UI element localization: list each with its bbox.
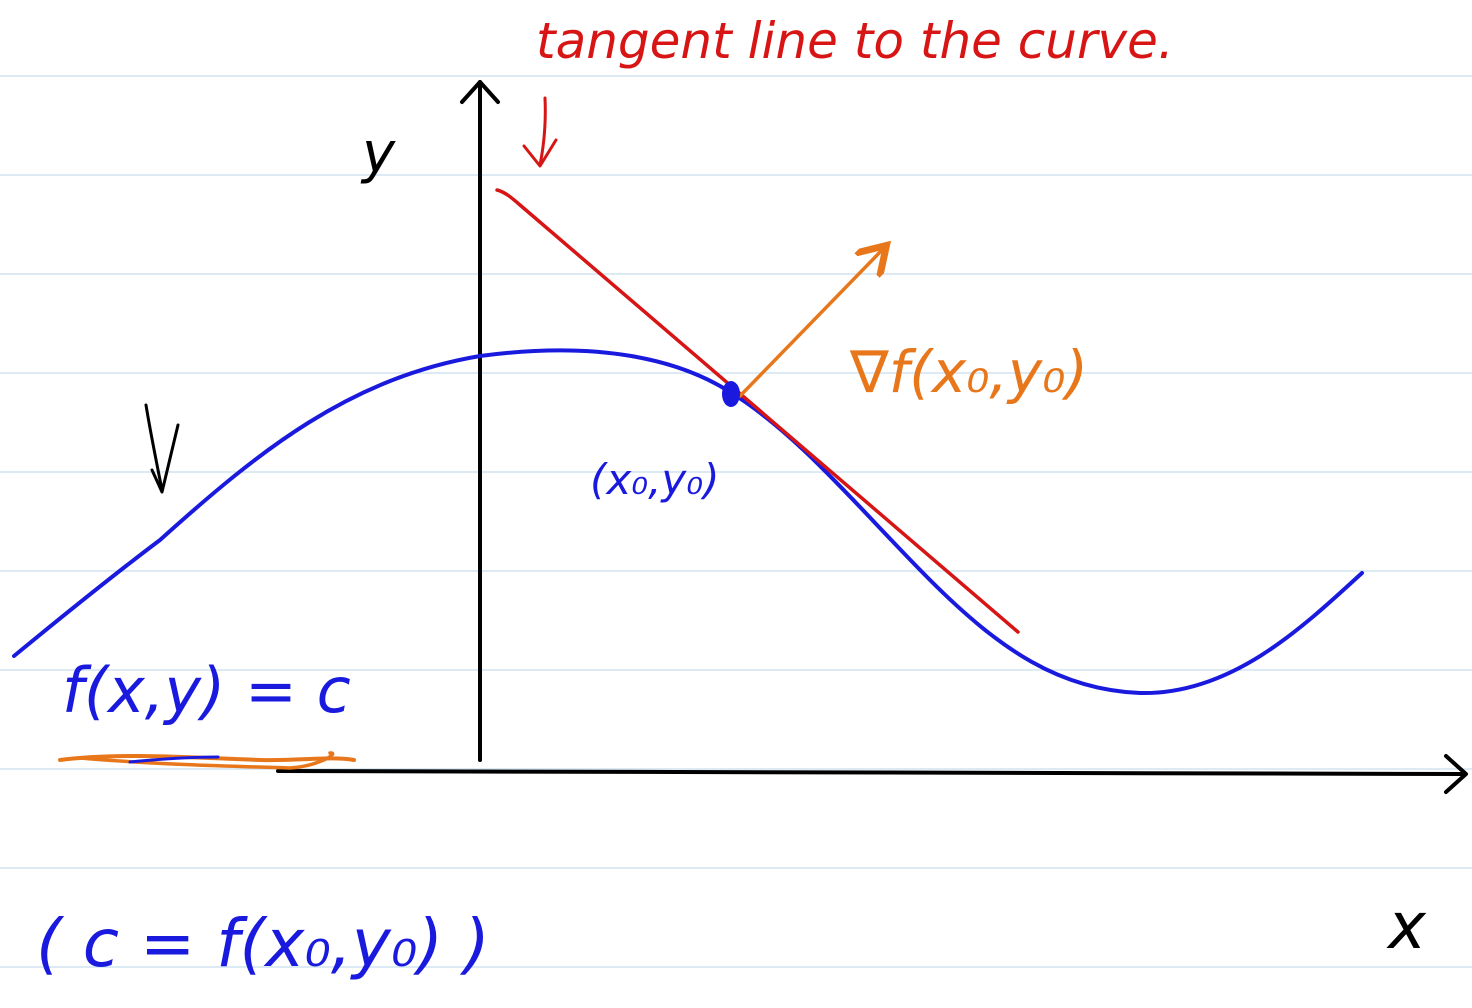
underline-scribble: [58, 751, 356, 770]
ruled-lines: [0, 75, 1472, 968]
x-axis: [276, 754, 1468, 794]
point-label: (x₀,y₀): [590, 455, 720, 504]
y-axis-arrowhead: [460, 80, 500, 104]
constant-label: ( c = f(x₀,y₀) ): [36, 905, 490, 982]
level-curve-label: f(x,y) = c: [62, 654, 351, 727]
gradient-label: ∇f(x₀,y₀): [849, 338, 1088, 406]
y-axis: [460, 80, 500, 762]
x-axis-arrowhead: [1444, 754, 1468, 794]
y-axis-label: y: [360, 121, 396, 186]
gradient-vector: [738, 248, 884, 398]
level-curve: [12, 348, 1364, 696]
tangent-line: [495, 188, 1020, 634]
curve-pointer-arrow: [144, 403, 180, 494]
tangent-point: [722, 381, 740, 407]
tangent-pointer-arrow: [522, 96, 558, 168]
x-axis-label: x: [1386, 890, 1427, 964]
tangent-line-label: tangent line to the curve.: [536, 12, 1174, 70]
